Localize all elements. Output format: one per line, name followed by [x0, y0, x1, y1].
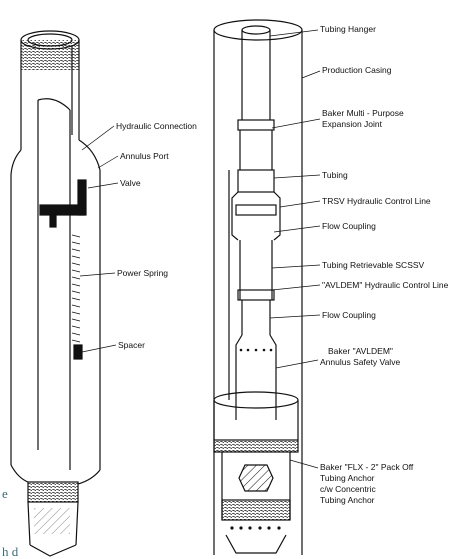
label-packoff-line3: c/w Concentric — [320, 484, 376, 494]
label-tubing-hanger: Tubing Hanger — [320, 24, 376, 34]
label-valve: Valve — [120, 178, 141, 188]
tubing-hanger — [241, 25, 271, 120]
power-spring — [71, 234, 81, 343]
anchor-holes — [230, 526, 281, 530]
label-production-casing: Production Casing — [322, 65, 392, 75]
edge-fragment-mid: e — [2, 486, 8, 501]
right-completion-drawing — [213, 19, 303, 555]
label-tr-scssv: Tubing Retrievable SCSSV — [322, 260, 425, 270]
label-annulus-port: Annulus Port — [120, 151, 169, 161]
label-avldem-line1: Baker "AVLDEM" — [328, 346, 393, 356]
left-valve-drawing — [10, 30, 101, 557]
label-packoff-line2: Tubing Anchor — [320, 473, 375, 483]
label-hydraulic-connection: Hydraulic Connection — [116, 121, 197, 131]
label-trsv-control-line: TRSV Hydraulic Control Line — [322, 196, 431, 206]
avldem-perforations — [239, 348, 273, 352]
label-avldem-line2: Annulus Safety Valve — [320, 357, 400, 367]
left-leaders — [79, 125, 119, 353]
production-casing — [213, 19, 303, 555]
label-packoff-line4: Tubing Anchor — [320, 495, 375, 505]
label-spacer: Spacer — [118, 340, 145, 350]
label-flow-coupling-1: Flow Coupling — [322, 221, 376, 231]
edge-fragment-bottom: h d — [2, 544, 19, 559]
label-tubing: Tubing — [322, 170, 348, 180]
label-flow-coupling-2: Flow Coupling — [322, 310, 376, 320]
right-leaders — [269, 29, 321, 469]
label-expansion-joint-line2: Expansion Joint — [322, 119, 383, 129]
label-power-spring: Power Spring — [117, 268, 168, 278]
label-expansion-joint-line1: Baker Multi - Purpose — [322, 108, 404, 118]
label-packoff-line1: Baker "FLX - 2" Pack Off — [320, 462, 414, 472]
top-box-thread — [20, 30, 80, 150]
label-avldem-control-line: "AVLDEM" Hydraulic Control Line — [322, 280, 449, 290]
